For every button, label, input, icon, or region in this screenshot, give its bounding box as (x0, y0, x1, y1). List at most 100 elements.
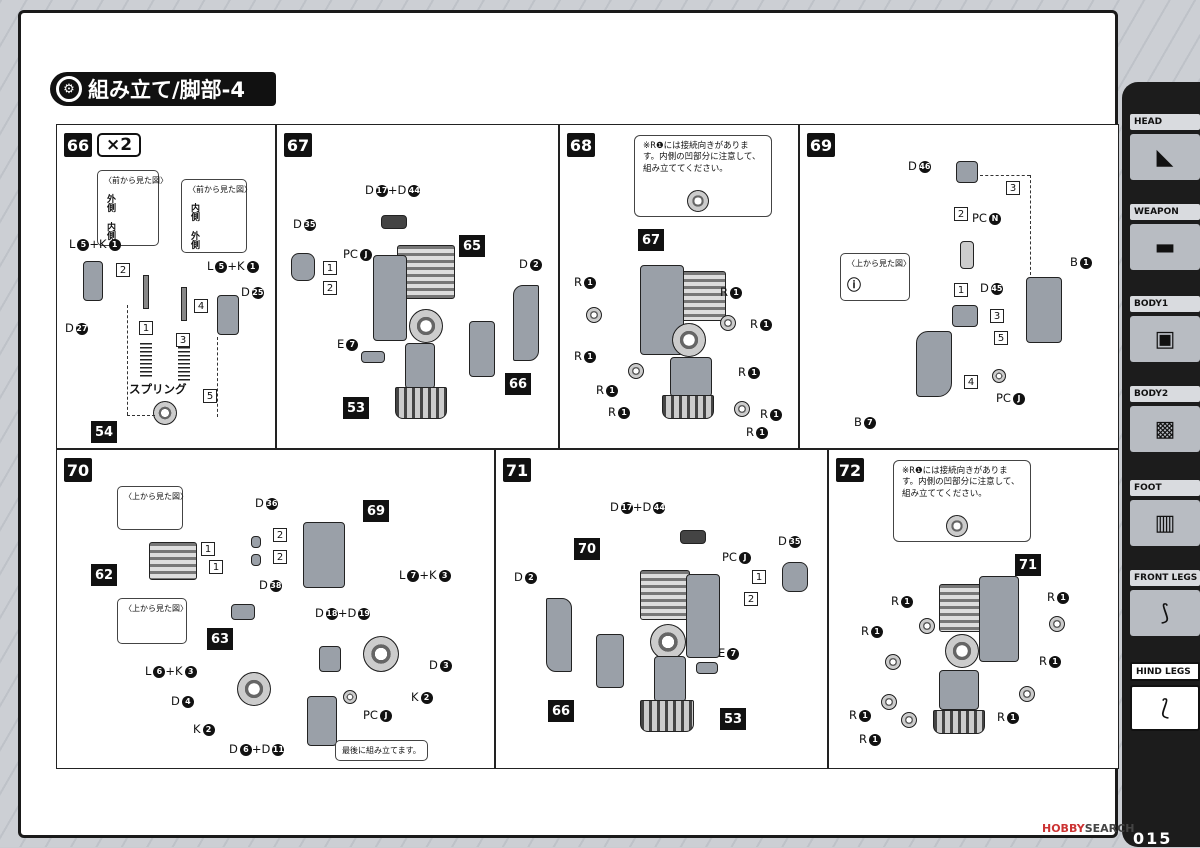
foot-claw-part (640, 700, 694, 732)
top-view-callout: 〈上から見た図〉 ⓘ (840, 253, 911, 301)
gear-icon: ⚙ (56, 76, 82, 102)
connector-part-63 (231, 604, 255, 620)
pc-joint-j (992, 369, 1006, 383)
top-view-callout-2: 〈上から見た図〉 (117, 598, 188, 644)
side-disc-part (782, 562, 808, 592)
body2-icon: ▩ (1130, 406, 1200, 452)
roller-e (881, 694, 897, 710)
top-cap-part (956, 161, 978, 183)
spring-right (178, 347, 190, 383)
shin-part (670, 357, 712, 397)
step-68-panel: 68 ※R❶には接続向きがあります。内側の凹部分に注意して、組み立ててください。… (559, 124, 799, 449)
sidebar-item-hind-legs[interactable]: HIND LEGS ⟅ (1130, 662, 1200, 731)
ref-tag-69: 69 (363, 500, 389, 522)
step-number: 69 (807, 133, 835, 157)
roller-d (734, 401, 750, 417)
ref-tag-53: 53 (343, 397, 369, 419)
foot-icon: ▥ (1130, 500, 1200, 546)
ref-tag-67: 67 (638, 229, 664, 251)
sidebar-item-head[interactable]: HEAD ◣ (1130, 114, 1200, 180)
head-cap-part (381, 215, 407, 229)
sidebar-item-foot[interactable]: FOOT ▥ (1130, 480, 1200, 546)
sidebar-item-label: FOOT (1130, 480, 1200, 496)
shin-part (939, 670, 979, 710)
page-title: ⚙ 組み立て/脚部-4 (50, 72, 276, 106)
leg-joint-part-right (217, 295, 239, 335)
roller-b (1049, 616, 1065, 632)
watermark: HOBBYSEARCH (1042, 822, 1135, 835)
roller-c (628, 363, 644, 379)
step-number: 71 (503, 458, 531, 482)
sidebar-item-body1[interactable]: BODY1 ▣ (1130, 296, 1200, 362)
ref-tag-66: 66 (505, 373, 531, 395)
page-title-text: 組み立て/脚部-4 (88, 78, 245, 102)
wheel-d3 (363, 636, 399, 672)
spring-label: スプリング (129, 382, 187, 396)
ref-tag-62: 62 (91, 564, 117, 586)
body1-icon: ▣ (1130, 316, 1200, 362)
sidebar-item-weapon[interactable]: WEAPON ▬ (1130, 204, 1200, 270)
section-sidebar (1122, 82, 1200, 847)
sidebar-item-label: WEAPON (1130, 204, 1200, 220)
leg-joint-part-left (83, 261, 103, 301)
radiator-fins-62 (149, 542, 197, 580)
ref-tag-54: 54 (91, 421, 117, 443)
thigh-part (469, 321, 495, 377)
lower-frame-d6 (307, 696, 337, 746)
joint-block-d18 (319, 646, 341, 672)
radiator-fins (939, 584, 985, 632)
radiator-fins (680, 271, 726, 321)
pc-joint-j (343, 690, 357, 704)
step-number: 66 (64, 133, 92, 157)
frame-part-b7 (916, 331, 952, 397)
roller-detail-icon (687, 190, 709, 212)
piston-rod-left (143, 275, 149, 309)
top-view-callout-1: 〈上から見た図〉 (117, 486, 188, 530)
hip-block-part (979, 576, 1019, 662)
wheel-d4 (237, 672, 271, 706)
step-72-panel: 72 ※R❶には接続向きがあります。内側の凹部分に注意して、組み立ててください。… (828, 449, 1119, 769)
radiator-fins (640, 570, 690, 620)
page-number: 015 (1133, 829, 1173, 848)
foot-claw-part (662, 395, 714, 419)
sidebar-item-label: BODY2 (1130, 386, 1200, 402)
spring-left (140, 343, 152, 379)
hip-gear (672, 323, 706, 357)
thigh-part (596, 634, 624, 688)
sidebar-item-label: HIND LEGS (1130, 662, 1200, 681)
sidebar-item-body2[interactable]: BODY2 ▩ (1130, 386, 1200, 452)
sidebar-item-label: BODY1 (1130, 296, 1200, 312)
foot-claw-part (933, 710, 985, 734)
ref-tag-71: 71 (1015, 554, 1041, 576)
sidebar-item-front-legs[interactable]: FRONT LEGS ⟆ (1130, 570, 1200, 636)
piston-rod-right (181, 287, 187, 321)
small-pin-part-a (251, 536, 261, 548)
outer-side-label: 外側 (105, 194, 115, 212)
